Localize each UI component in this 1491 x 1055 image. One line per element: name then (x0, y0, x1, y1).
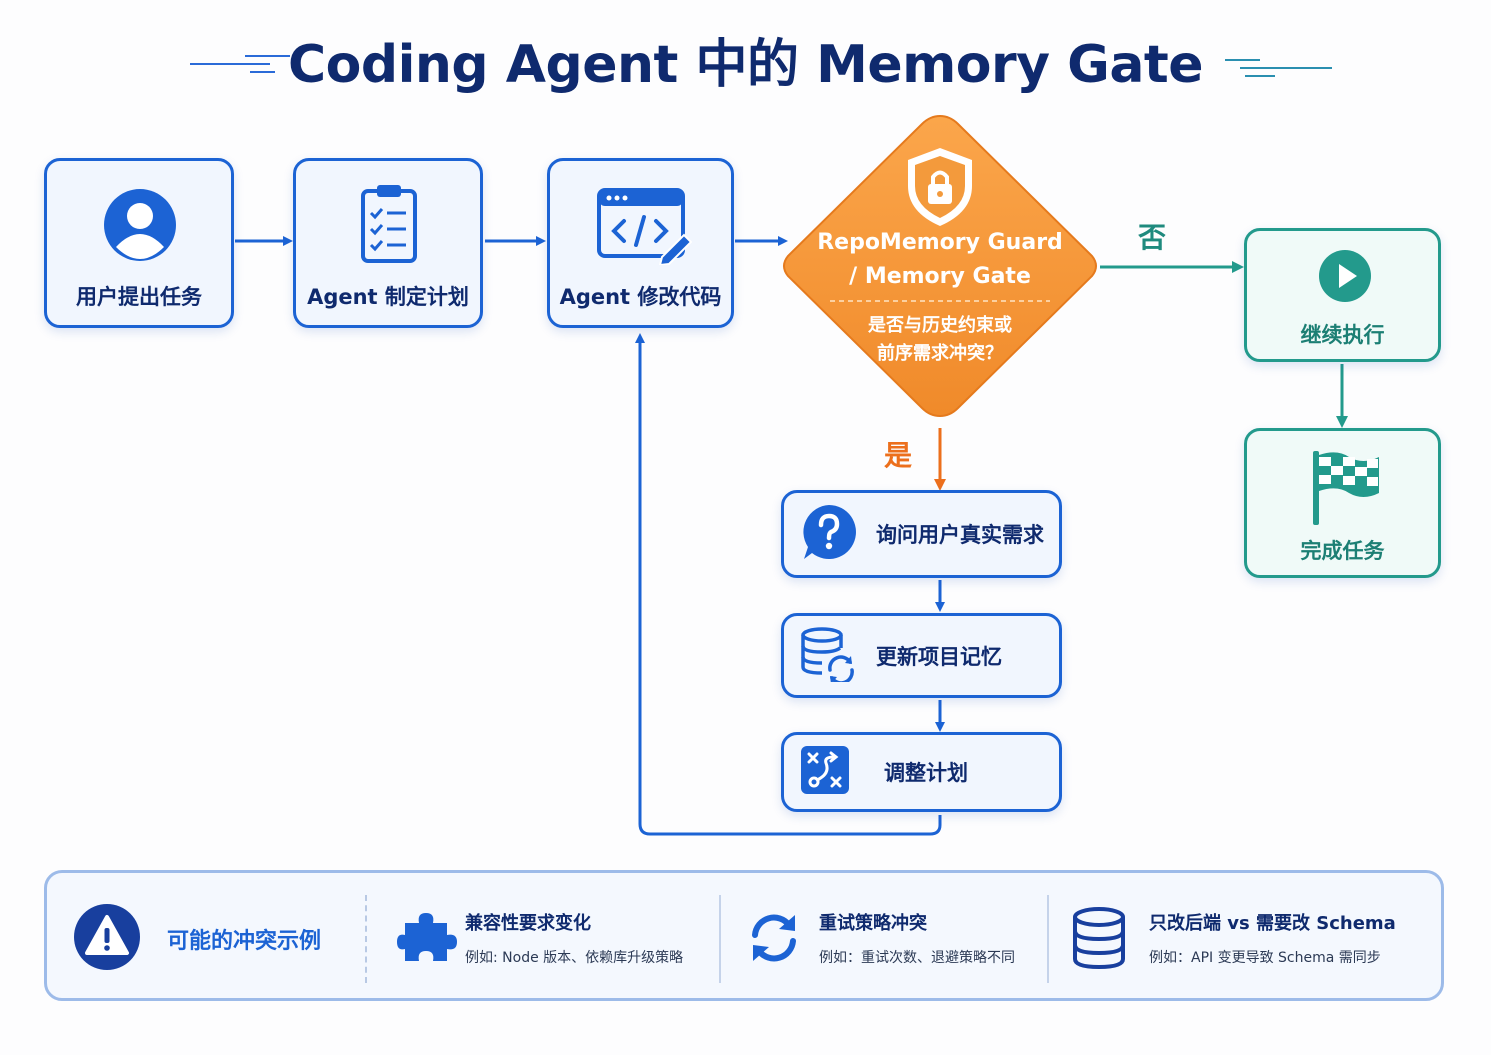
refresh-icon (747, 911, 801, 969)
conflict-example-1: 例如: Node 版本、依赖库升级策略 (465, 950, 684, 966)
play-icon (1318, 249, 1372, 307)
conflict-heading-3: 只改后端 vs 需要改 Schema (1149, 913, 1396, 934)
step-agent-plan: Agent 制定计划 (293, 158, 483, 328)
conflict-example-3: 例如：API 变更导致 Schema 需同步 (1149, 950, 1381, 966)
conflict-heading-1: 兼容性要求变化 (465, 913, 591, 934)
gate-title-line1: RepoMemory Guard (817, 230, 1063, 255)
gate-title-line2: / Memory Gate (849, 264, 1031, 289)
no-label: 否 (1138, 221, 1167, 254)
clipboard-checklist-icon (359, 181, 419, 269)
yes-label: 是 (884, 439, 913, 472)
strategy-plan-icon (800, 745, 850, 799)
user-icon (102, 187, 178, 267)
step-ask-user-label: 询问用户真实需求 (876, 523, 1044, 547)
database-refresh-icon (800, 626, 856, 686)
divider (365, 895, 367, 983)
page-title: Coding Agent 中的 Memory Gate (287, 35, 1204, 95)
conflict-examples-panel: 可能的冲突示例 兼容性要求变化 例如: Node 版本、依赖库升级策略 重试策略… (44, 870, 1444, 1001)
title-decoration-right (1225, 59, 1332, 77)
step-complete: 完成任务 (1244, 428, 1441, 578)
gate-question-line2: 前序需求冲突？ (877, 343, 1003, 364)
shield-lock-icon (908, 148, 972, 226)
step-continue: 继续执行 (1244, 228, 1441, 362)
conflict-heading-2: 重试策略冲突 (819, 913, 927, 934)
divider (719, 895, 721, 983)
step-agent-code-label: Agent 修改代码 (559, 285, 722, 309)
checkered-flag-icon (1309, 447, 1383, 531)
divider (1047, 895, 1049, 983)
step-ask-user: 询问用户真实需求 (781, 490, 1062, 578)
conflict-examples-title: 可能的冲突示例 (167, 929, 322, 954)
title-decoration-left (190, 55, 290, 73)
step-adjust-plan-label: 调整计划 (884, 761, 968, 785)
step-complete-label: 完成任务 (1300, 539, 1385, 563)
step-update-memory-label: 更新项目记忆 (876, 644, 1002, 669)
gate-question-line1: 是否与历史约束或 (868, 315, 1012, 336)
step-continue-label: 继续执行 (1300, 323, 1385, 347)
conflict-example-2: 例如：重试次数、退避策略不同 (819, 950, 1015, 966)
step-user-task-label: 用户提出任务 (76, 285, 202, 309)
question-bubble-icon (800, 503, 858, 565)
step-agent-code: Agent 修改代码 (547, 158, 734, 328)
code-edit-icon (596, 187, 693, 269)
gate-title: RepoMemory Guard / Memory Gate (800, 226, 1080, 294)
arrow-loop-back (635, 333, 942, 836)
step-update-memory: 更新项目记忆 (781, 613, 1062, 698)
step-agent-plan-label: Agent 制定计划 (307, 285, 469, 309)
memory-gate-diamond (783, 114, 1097, 418)
database-icon (1071, 907, 1127, 973)
gate-question: 是否与历史约束或 前序需求冲突？ (820, 312, 1060, 368)
puzzle-icon (397, 907, 457, 971)
warning-icon (73, 903, 141, 975)
step-user-task: 用户提出任务 (44, 158, 234, 328)
step-adjust-plan: 调整计划 (781, 732, 1062, 812)
